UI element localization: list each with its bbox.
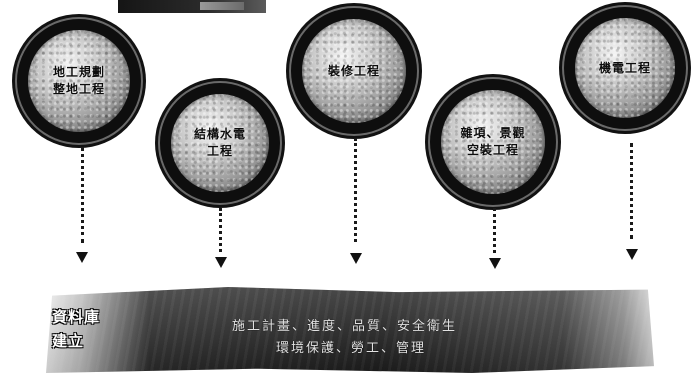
- stage-node-5-inner: 機電工程: [575, 18, 675, 118]
- stage-label-2: 結構水電 工程: [193, 127, 246, 158]
- connector-line-4: [493, 208, 496, 253]
- stage-label-5: 機電工程: [598, 60, 651, 75]
- top-banner: [118, 0, 266, 13]
- down-arrow-icon: [350, 253, 362, 264]
- database-panel: 資料庫 建立 施工計畫、進度、品質、安全衛生 環境保護、勞工、管理: [46, 287, 654, 373]
- down-arrow-icon: [489, 258, 501, 269]
- panel-title: 資料庫 建立: [52, 308, 101, 350]
- panel-line-2: 環境保護、勞工、管理: [276, 341, 427, 356]
- panel-line-1: 施工計畫、進度、品質、安全衛生: [232, 319, 458, 334]
- stage-label-3: 裝修工程: [327, 63, 380, 78]
- connector-line-1: [81, 147, 84, 243]
- stage-node-1: 地工規劃 整地工程: [15, 17, 143, 145]
- stage-label-4: 雜項、景觀 空裝工程: [460, 126, 526, 157]
- connector-line-5: [630, 143, 633, 239]
- stage-node-1-inner: 地工規劃 整地工程: [28, 30, 130, 132]
- stage-node-3-inner: 裝修工程: [302, 19, 406, 123]
- stage-node-2-inner: 結構水電 工程: [171, 94, 269, 192]
- connector-line-2: [219, 208, 222, 252]
- stage-label-1: 地工規劃 整地工程: [52, 65, 105, 96]
- stage-node-4: 雜項、景觀 空裝工程: [428, 77, 558, 207]
- down-arrow-icon: [76, 252, 88, 263]
- stage-node-3: 裝修工程: [289, 6, 419, 136]
- stage-node-2: 結構水電 工程: [158, 81, 282, 205]
- stage-node-5: 機電工程: [562, 5, 688, 131]
- down-arrow-icon: [626, 249, 638, 260]
- stage-node-4-inner: 雜項、景觀 空裝工程: [441, 90, 545, 194]
- down-arrow-icon: [215, 257, 227, 268]
- connector-line-3: [354, 138, 357, 242]
